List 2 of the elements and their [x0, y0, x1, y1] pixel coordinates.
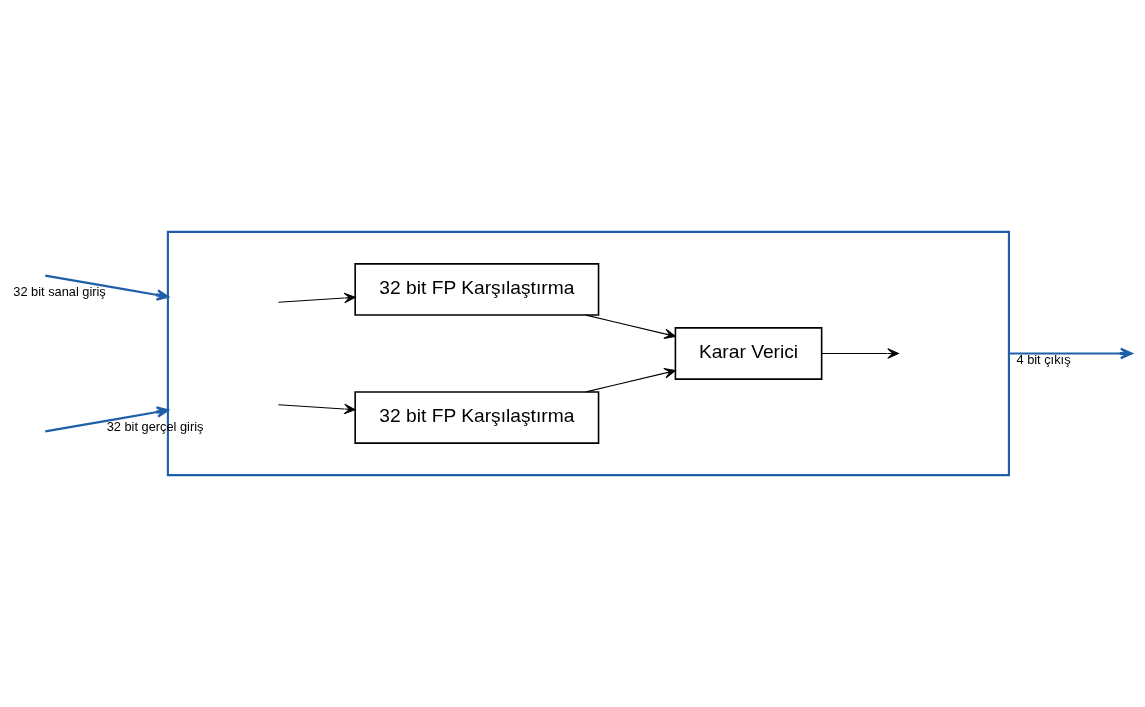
edge-label: 32 bit sanal giriş [13, 284, 106, 300]
edge-label: 4 bit çıkış [1016, 351, 1071, 367]
